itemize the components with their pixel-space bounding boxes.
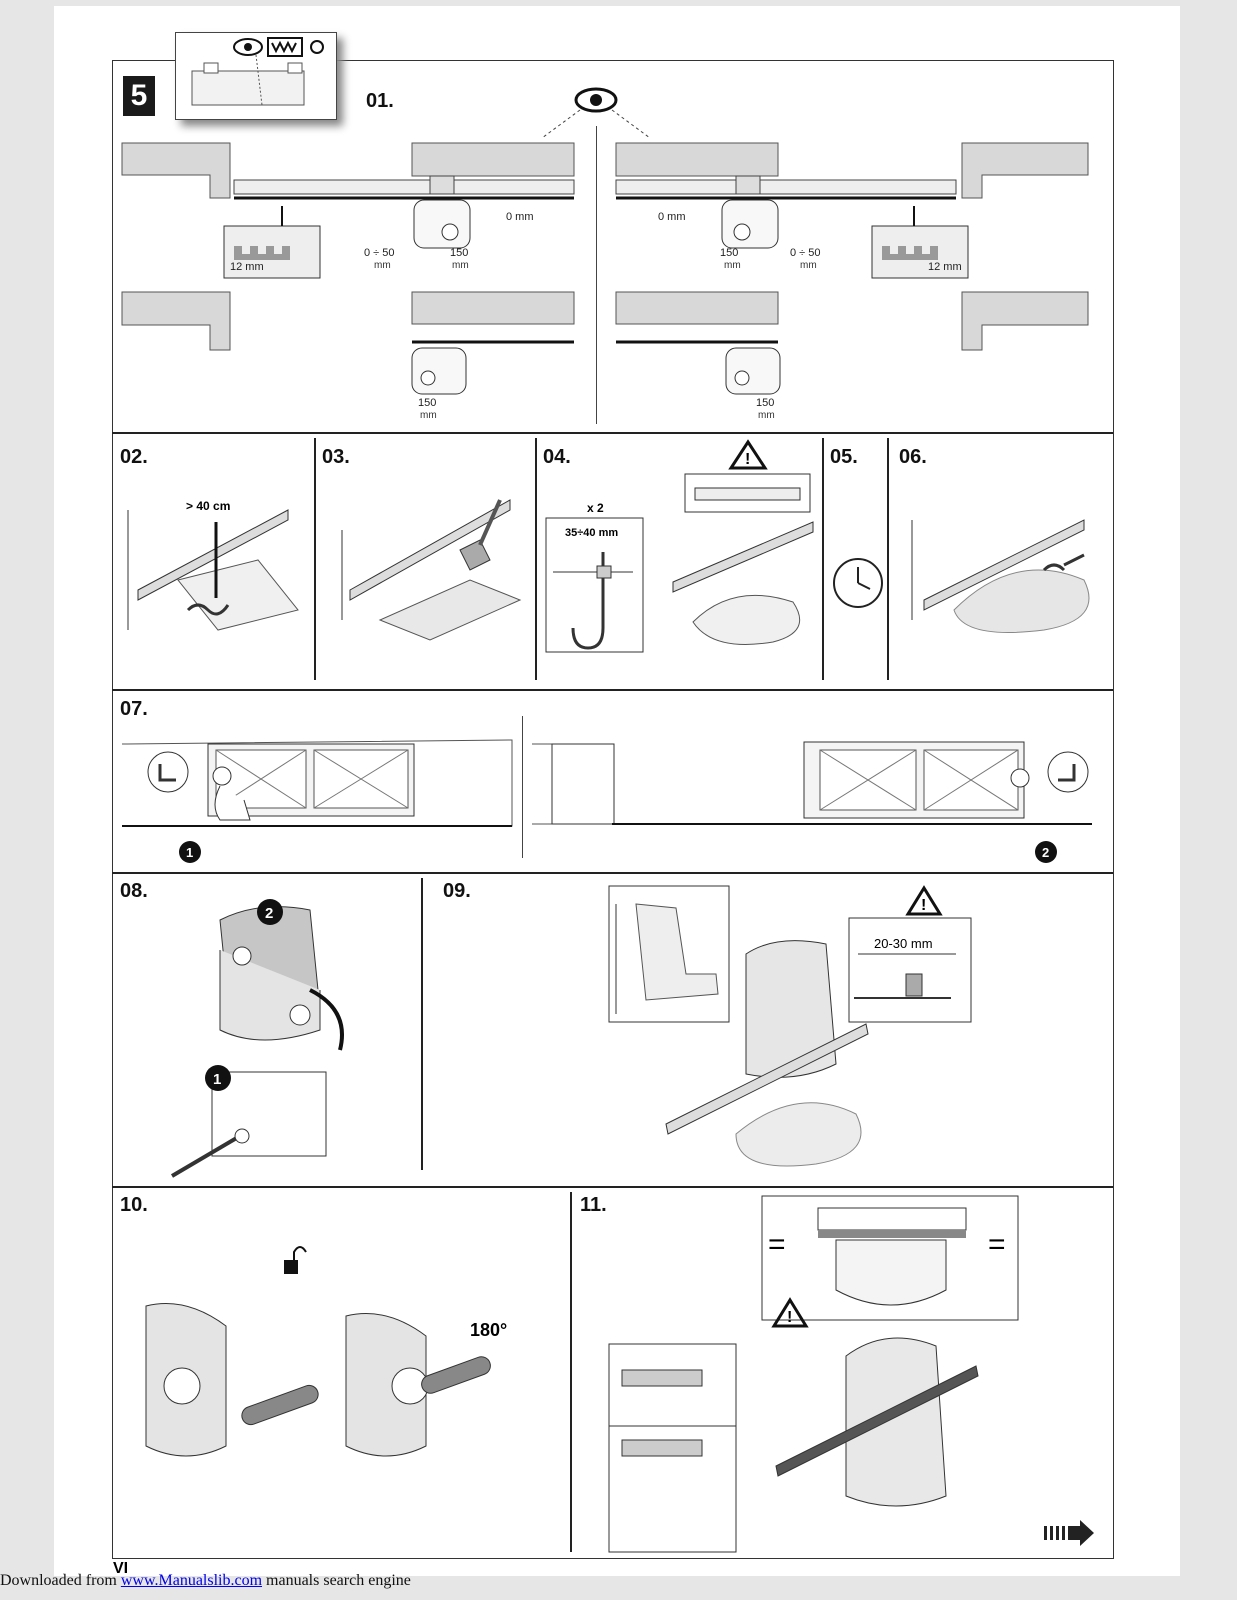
step-label-07: 07.: [120, 698, 148, 720]
page-number: VI: [113, 1560, 129, 1577]
svg-text:!: !: [921, 897, 926, 914]
range-right: 0 ÷ 50: [790, 247, 821, 259]
divider-row-2: [112, 689, 1113, 691]
equal-right: =: [988, 1228, 1006, 1261]
svg-text:mm: mm: [420, 410, 437, 421]
overview-inset: [175, 32, 337, 120]
zero-gap-left: 0 mm: [506, 211, 534, 223]
svg-text:!: !: [787, 1309, 792, 1326]
zero-gap-right: 0 mm: [658, 211, 686, 223]
step07-badge-1: 1: [186, 845, 193, 860]
svg-text:!: !: [745, 451, 750, 468]
svg-text:150: 150: [756, 397, 774, 409]
eye-icon: [233, 38, 263, 56]
distance-right: 150: [720, 247, 738, 259]
step-label-09: 09.: [443, 880, 471, 902]
step10-drawing: 180°: [145, 1246, 507, 1457]
warning-icon: [905, 885, 943, 916]
divider-row-1: [112, 432, 1113, 434]
step08-badge-2: 2: [265, 905, 273, 922]
step-label-02: 02.: [120, 446, 148, 468]
divider-row-3: [112, 872, 1113, 874]
step-label-03: 03.: [322, 446, 350, 468]
gap-measure: 20-30 mm: [874, 936, 933, 951]
overview-inset-drawing: [191, 37, 324, 106]
step09-drawing: ! 20-30 mm: [608, 885, 972, 1167]
step-label-05: 05.: [830, 446, 858, 468]
warning-icon: [728, 439, 768, 470]
step11-drawing: = = !: [608, 1195, 1019, 1553]
svg-text:mm: mm: [800, 260, 817, 271]
equal-left: =: [768, 1228, 786, 1261]
footer: Downloaded from www.Manualslib.com manua…: [0, 1572, 411, 1590]
rack-pitch-right: 12 mm: [928, 261, 962, 273]
rack-pitch-left: 12 mm: [230, 261, 264, 273]
wrench-icon: [621, 1369, 703, 1387]
chapter-number: 5: [123, 76, 155, 116]
divider-02-03: [314, 438, 316, 680]
divider-07: [522, 716, 523, 858]
unlock-icon: [284, 1260, 298, 1274]
divider-05-06: [887, 438, 889, 680]
range-left: 0 ÷ 50: [364, 247, 395, 259]
rotation-label: 180°: [470, 1320, 507, 1340]
step-label-08: 08.: [120, 880, 148, 902]
step-label-11: 11.: [580, 1194, 607, 1216]
depth-label: > 40 cm: [186, 499, 230, 513]
step-label-04: 04.: [543, 446, 571, 468]
step06-drawing: [911, 519, 1090, 633]
svg-text:mm: mm: [724, 260, 741, 271]
warning-icon: [771, 1297, 809, 1328]
step01-drawing: 12 mm 0 mm 0 ÷ 50 mm 150 mm 12 mm 0 mm 1…: [121, 87, 1089, 421]
svg-text:mm: mm: [758, 410, 775, 421]
divider-03-04: [535, 438, 537, 680]
divider-08-09: [421, 878, 423, 1170]
step-label-10: 10.: [120, 1194, 148, 1216]
quantity-label: x 2: [587, 501, 604, 515]
distance-left: 150: [450, 247, 468, 259]
svg-text:mm: mm: [374, 260, 391, 271]
svg-text:mm: mm: [452, 260, 469, 271]
step-label-01: 01.: [366, 90, 394, 112]
step04-drawing: ! x 2 35÷40 mm: [545, 439, 814, 653]
divider-10-11: [570, 1192, 572, 1552]
step-label-06: 06.: [899, 446, 927, 468]
svg-text:150: 150: [418, 397, 436, 409]
clock-icon: [833, 558, 883, 608]
anchor-length: 35÷40 mm: [565, 527, 618, 539]
step07-badge-2: 2: [1042, 845, 1049, 860]
step08-badge-1: 1: [213, 1071, 221, 1088]
footer-suffix: manuals search engine: [262, 1572, 411, 1589]
divider-step01: [596, 126, 597, 424]
step02-drawing: > 40 cm: [127, 499, 299, 631]
step08-drawing: 2 1: [170, 899, 344, 1178]
manualslib-link[interactable]: www.Manualslib.com: [120, 1572, 263, 1589]
hex-key-icon: [621, 1439, 703, 1457]
footer-prefix: Downloaded from: [0, 1572, 121, 1589]
step07-drawing: 1 2: [121, 739, 1092, 863]
divider-row-4: [112, 1186, 1113, 1188]
step03-drawing: [341, 499, 522, 641]
divider-04-05: [822, 438, 824, 680]
eye-icon: [574, 87, 618, 113]
